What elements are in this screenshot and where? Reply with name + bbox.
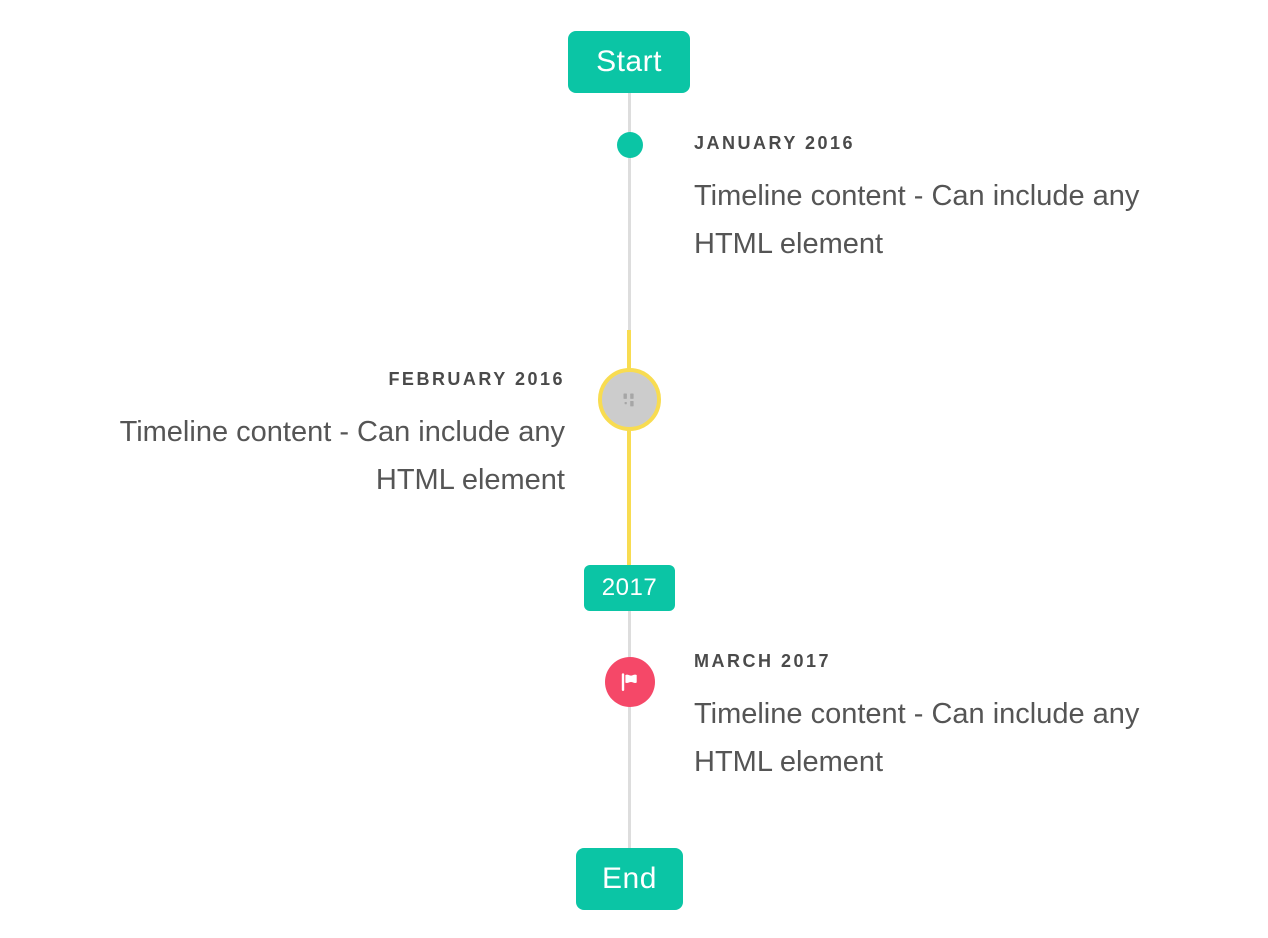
start-flag: Start [568,31,690,93]
entry-title: FEBRUARY 2016 [388,369,565,389]
entry-content: Timeline content - Can include any HTML … [694,698,1140,778]
timeline-line-segment-top [628,93,631,330]
january-marker-dot [617,132,643,158]
february-marker-circle [598,368,661,431]
entry-title: JANUARY 2016 [694,133,856,153]
timeline-line-segment-bottom [628,609,631,848]
end-flag: End [576,848,683,910]
broken-image-icon [622,393,637,407]
timeline-entry-february: FEBRUARY 2016 Timeline content - Can inc… [35,368,565,504]
flag-icon [618,670,642,694]
year-2017-flag: 2017 [584,565,675,611]
entry-title: MARCH 2017 [694,651,832,671]
timeline-entry-january: JANUARY 2016 Timeline content - Can incl… [694,132,1224,268]
entry-content: Timeline content - Can include any HTML … [119,416,565,496]
timeline-line-segment-yellow [627,330,631,565]
entry-content: Timeline content - Can include any HTML … [694,180,1140,260]
timeline-entry-march: MARCH 2017 Timeline content - Can includ… [694,650,1224,786]
march-marker-flag-circle [605,657,655,707]
